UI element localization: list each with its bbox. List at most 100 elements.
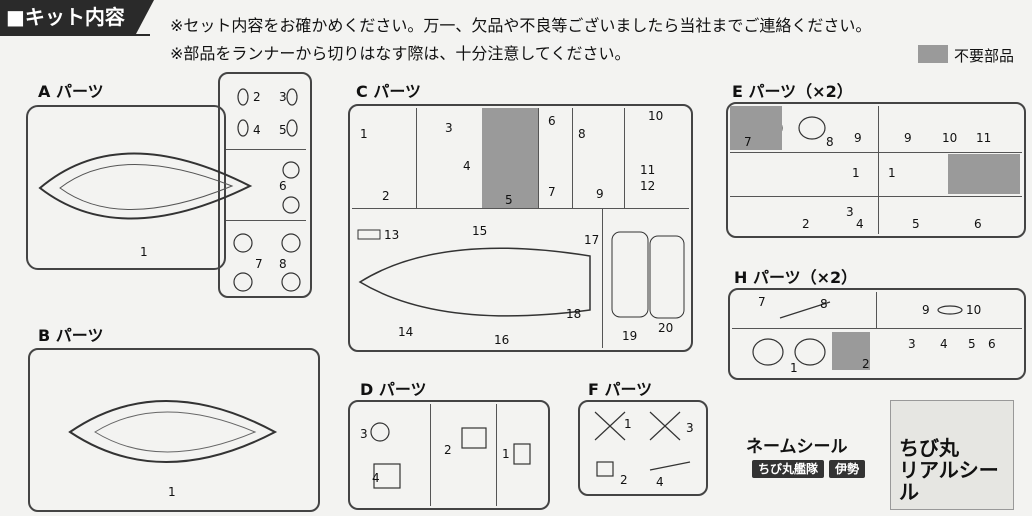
section-label-d: D パーツ bbox=[360, 380, 427, 399]
real-sticker-line1: ちび丸 bbox=[899, 436, 959, 460]
part-num-c-4: 4 bbox=[463, 159, 471, 173]
section-label-b: B パーツ bbox=[38, 326, 104, 345]
part-num-e-1: 1 bbox=[852, 166, 860, 180]
part-num-e-2: 2 bbox=[802, 217, 810, 231]
runner-h-divider bbox=[732, 328, 1022, 329]
runner-d bbox=[348, 400, 550, 510]
part-num-a-2: 2 bbox=[253, 90, 261, 104]
runner-f bbox=[578, 400, 708, 496]
runner-c-divider bbox=[572, 108, 573, 208]
runner-c-unused-cell bbox=[482, 108, 538, 208]
part-num-d-1: 1 bbox=[502, 447, 510, 461]
runner-b bbox=[28, 348, 320, 512]
part-num-b-1: 1 bbox=[168, 485, 176, 499]
section-label-h: H パーツ（×2） bbox=[734, 268, 858, 287]
runner-e bbox=[726, 102, 1026, 238]
note-check-contents: ※セット内容をお確かめください。万一、欠品や不良等ございましたら当社までご連絡く… bbox=[170, 16, 872, 35]
runner-a-small bbox=[218, 72, 312, 298]
runner-a-cell bbox=[226, 80, 306, 150]
part-num-e-8: 8 bbox=[826, 135, 834, 149]
name-sticker-ship: 伊勢 bbox=[829, 460, 866, 478]
unused-parts-legend: 不要部品 bbox=[954, 47, 1015, 65]
real-sticker-line2: リアルシール bbox=[899, 458, 999, 504]
part-num-f-4: 4 bbox=[656, 475, 664, 489]
real-sticker-sheet: ちび丸 リアルシール bbox=[890, 400, 1014, 510]
runner-e-unused-cell bbox=[730, 106, 782, 150]
runner-e-divider bbox=[730, 196, 1022, 197]
part-num-e-9: 9 bbox=[854, 131, 862, 145]
runner-c bbox=[348, 104, 693, 352]
part-num-e-11: 11 bbox=[976, 131, 992, 145]
part-num-a-7: 7 bbox=[255, 257, 263, 271]
runner-c-divider bbox=[602, 208, 603, 348]
part-num-c-20: 20 bbox=[658, 321, 674, 335]
runner-c-divider bbox=[624, 108, 625, 208]
runner-e-divider bbox=[878, 106, 879, 234]
runner-c-divider bbox=[538, 108, 539, 208]
part-num-d-3: 3 bbox=[360, 427, 368, 441]
part-num-d-2: 2 bbox=[444, 443, 452, 457]
part-num-d-4: 4 bbox=[372, 471, 380, 485]
part-num-c-16: 16 bbox=[494, 333, 510, 347]
part-num-c-18: 18 bbox=[566, 307, 582, 321]
part-num-a-4: 4 bbox=[253, 123, 261, 137]
part-num-f-1: 1 bbox=[624, 417, 632, 431]
runner-a-hull bbox=[26, 105, 226, 270]
note-runner-caution: ※部品をランナーから切りはなす際は、十分注意してください。 bbox=[170, 44, 631, 63]
part-num-h-6: 6 bbox=[988, 337, 996, 351]
part-num-c-10: 10 bbox=[648, 109, 664, 123]
part-num-c-2: 2 bbox=[382, 189, 390, 203]
hull-b-1 bbox=[68, 400, 278, 463]
part-num-c-7: 7 bbox=[548, 185, 556, 199]
part-num-a-6: 6 bbox=[279, 179, 287, 193]
name-sticker-title: ネームシール bbox=[746, 437, 848, 457]
part-num-h-9: 9 bbox=[922, 303, 930, 317]
name-sticker-badge: ちび丸艦隊 伊勢 bbox=[752, 458, 866, 478]
part-num-c-11: 11 bbox=[640, 163, 656, 177]
part-num-h-2: 2 bbox=[862, 357, 870, 371]
part-num-h-3: 3 bbox=[908, 337, 916, 351]
part-num-c-19: 19 bbox=[622, 329, 638, 343]
part-num-c-14: 14 bbox=[398, 325, 414, 339]
part-num-a-5: 5 bbox=[279, 123, 287, 137]
part-num-c-5: 5 bbox=[505, 193, 513, 207]
part-num-e-4: 4 bbox=[856, 217, 864, 231]
part-num-e-9b: 9 bbox=[904, 131, 912, 145]
part-num-a-1: 1 bbox=[140, 245, 148, 259]
part-num-e-1b: 1 bbox=[888, 166, 896, 180]
runner-e-divider bbox=[730, 152, 1022, 153]
part-a-icons bbox=[233, 88, 301, 292]
name-sticker-fleet: ちび丸艦隊 bbox=[752, 460, 825, 478]
part-num-c-3: 3 bbox=[445, 121, 453, 135]
part-num-c-9: 9 bbox=[596, 187, 604, 201]
part-num-f-2: 2 bbox=[620, 473, 628, 487]
runner-c-divider bbox=[352, 208, 689, 209]
runner-c-divider bbox=[416, 108, 417, 208]
section-label-c: C パーツ bbox=[356, 82, 421, 101]
part-num-h-10: 10 bbox=[966, 303, 982, 317]
part-num-h-1: 1 bbox=[790, 361, 798, 375]
runner-d-divider bbox=[430, 404, 431, 506]
part-c-13 bbox=[357, 229, 381, 240]
part-num-h-5: 5 bbox=[968, 337, 976, 351]
part-c-20 bbox=[649, 235, 685, 319]
part-num-f-3: 3 bbox=[686, 421, 694, 435]
section-label-a: A パーツ bbox=[38, 82, 104, 101]
part-num-c-12: 12 bbox=[640, 179, 656, 193]
unused-parts-swatch bbox=[918, 45, 948, 63]
runner-d-divider bbox=[496, 404, 497, 506]
part-num-a-8: 8 bbox=[279, 257, 287, 271]
part-num-e-10: 10 bbox=[942, 131, 958, 145]
part-num-h-4: 4 bbox=[940, 337, 948, 351]
part-num-a-3: 3 bbox=[279, 90, 287, 104]
part-df-icons bbox=[370, 411, 691, 489]
title-underline bbox=[0, 34, 150, 36]
runner-e-unused-cell bbox=[948, 154, 1020, 194]
runner-h-unused-cell bbox=[832, 332, 870, 370]
part-num-e-6: 6 bbox=[974, 217, 982, 231]
runner-a-divider bbox=[226, 220, 306, 222]
part-num-c-13: 13 bbox=[384, 228, 400, 242]
kit-contents-title: ■キット内容 bbox=[0, 0, 136, 34]
part-num-c-6: 6 bbox=[548, 114, 556, 128]
